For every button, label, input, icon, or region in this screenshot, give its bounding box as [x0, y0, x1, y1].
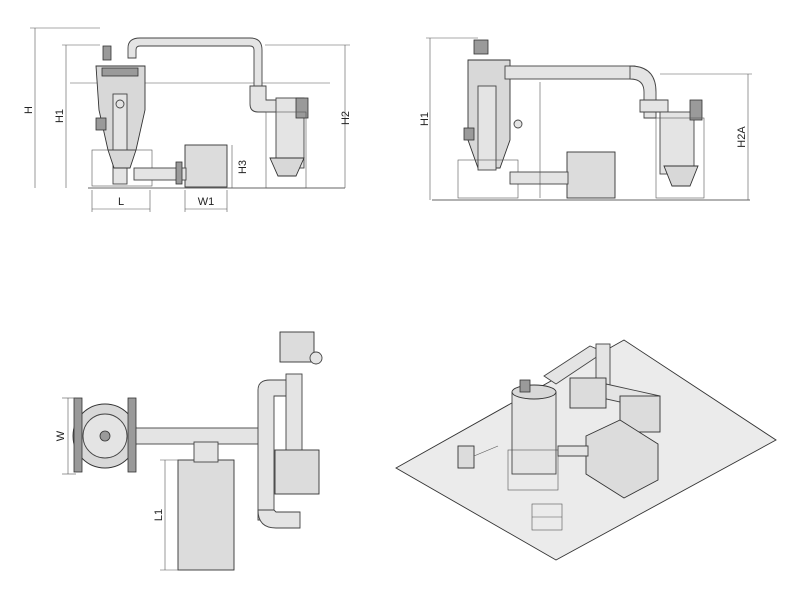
side-elevation-view: H1 H2A — [419, 37, 752, 201]
dim-h3-label: H3 — [237, 160, 249, 174]
dim-w-label: W — [55, 430, 67, 441]
dim-w1-label: W1 — [198, 196, 215, 208]
vessel-icon — [507, 379, 559, 491]
vessel-icon — [91, 45, 153, 187]
control-panel-icon — [457, 445, 499, 469]
filter-unit-icon — [265, 97, 309, 189]
air-handler-icon — [509, 82, 616, 199]
loading-cart-icon — [531, 503, 563, 531]
dim-l1-label: L1 — [153, 509, 165, 521]
dim-side-h1-label: H1 — [419, 112, 431, 126]
front-elevation-view: H H1 H2 H3 L W1 — [23, 27, 352, 212]
dim-h2a-label: H2A — [736, 126, 748, 148]
vessel-top-icon — [72, 397, 138, 473]
dim-h-label: H — [23, 106, 35, 114]
filter-top-icon — [274, 331, 323, 495]
fan-unit-icon — [569, 377, 607, 409]
exhaust-pipe-icon — [504, 65, 703, 175]
filter-unit-icon — [655, 117, 705, 199]
isometric-view — [395, 339, 777, 561]
dim-l-label: L — [118, 196, 124, 208]
exhaust-pipe-icon — [127, 37, 305, 169]
dim-h1-label: H1 — [54, 109, 66, 123]
air-handler-icon — [133, 144, 228, 188]
vessel-icon — [457, 39, 523, 199]
dim-h2-label: H2 — [340, 111, 352, 125]
air-handler-icon — [557, 419, 659, 499]
air-handler-top-icon — [177, 441, 235, 571]
plan-view: W L1 — [55, 331, 323, 571]
